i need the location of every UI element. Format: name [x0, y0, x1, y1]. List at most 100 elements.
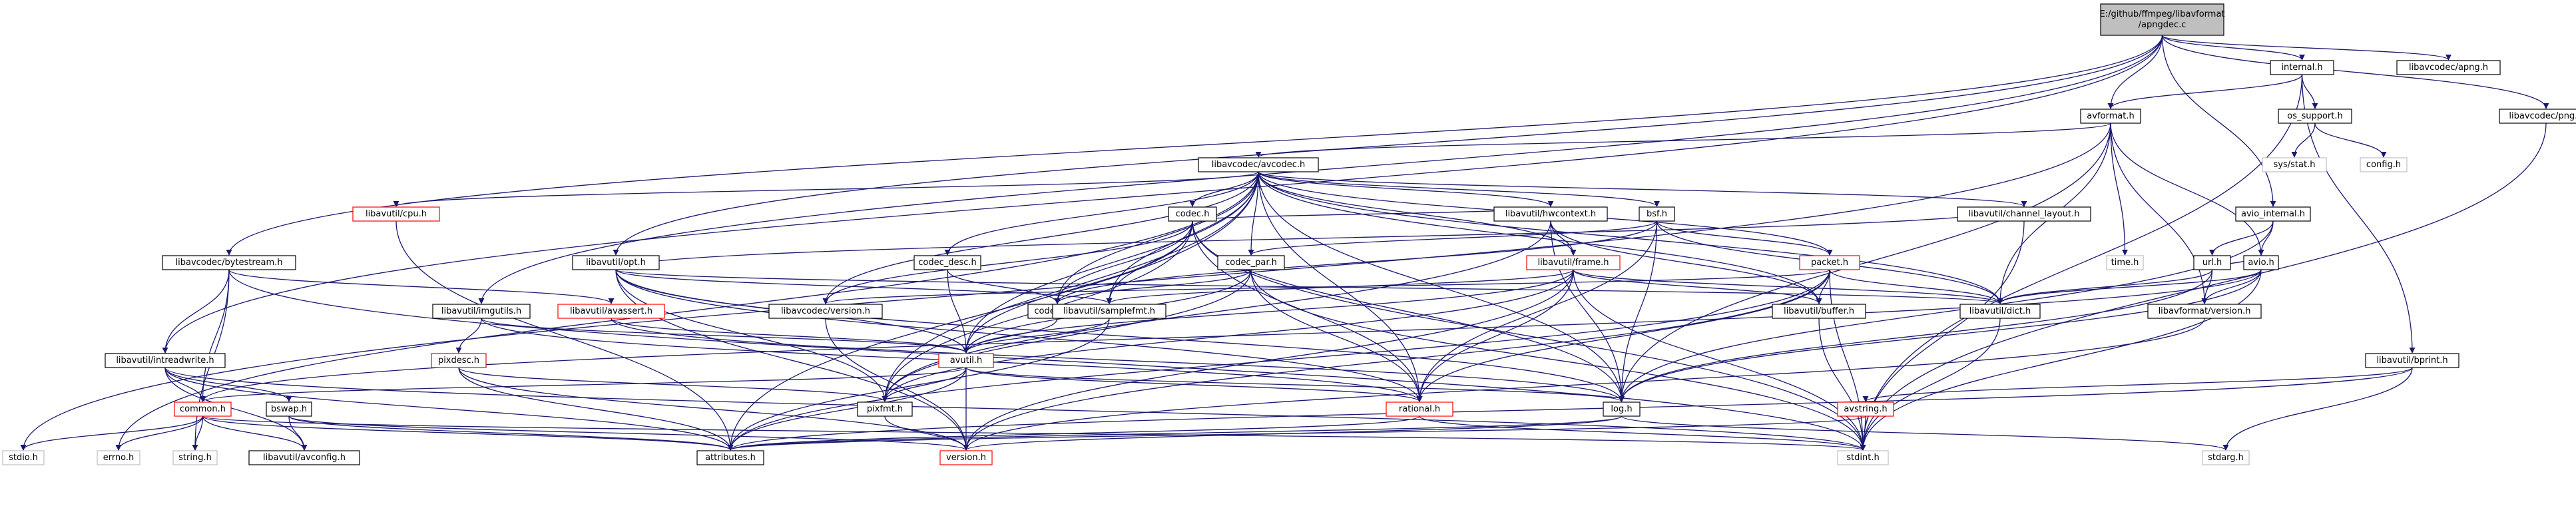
node-lavc-png-h[interactable]: libavcodec/png.h [2499, 109, 2576, 124]
node-lavf-version-h[interactable]: libavformat/version.h [2147, 304, 2262, 319]
edge-avassert_h-to-avutil_h [611, 318, 969, 354]
edge-line [615, 269, 1113, 304]
node-attributes-h[interactable]: attributes.h [696, 450, 764, 465]
node-bsf-h[interactable]: bsf.h [1639, 206, 1675, 222]
node-label: E:/github/ffmpeg/libavformat [2099, 9, 2224, 19]
node-internal-h[interactable]: internal.h [2270, 60, 2334, 75]
edge-bsf_h-to-log_h [1618, 220, 1658, 402]
node-stdio-h: stdio.h [2, 450, 45, 465]
node-box [939, 450, 993, 465]
edge-bswap_h-to-avconfig_h [288, 415, 308, 451]
node-log-h[interactable]: log.h [1603, 401, 1641, 417]
node-root[interactable]: E:/github/ffmpeg/libavformat/apngdec.c [2099, 3, 2225, 36]
edge-line [162, 35, 2163, 354]
node-frame-h[interactable]: libavutil/frame.h [1526, 255, 1621, 270]
node-label: packet.h [1811, 258, 1848, 268]
edge-root-to-intreadwrite_h [162, 35, 2163, 354]
edge-line [963, 220, 1193, 354]
node-common-h[interactable]: common.h [174, 401, 232, 417]
node-avio-h[interactable]: avio.h [2243, 255, 2279, 270]
edge-line [1997, 269, 2213, 304]
edge-avcodec_h-to-channel_layout_h [1258, 171, 2027, 207]
edge-imgutils_h-to-avutil_h [481, 318, 969, 354]
node-label: libavcodec/avcodec.h [1212, 160, 1306, 170]
node-avconfig-h[interactable]: libavutil/avconfig.h [248, 450, 360, 465]
node-channel-layout-h[interactable]: libavutil/channel_layout.h [1957, 206, 2091, 222]
edge-line [458, 367, 888, 402]
edge-line [1860, 318, 2001, 451]
node-label: bswap.h [271, 404, 307, 414]
node-version-h[interactable]: version.h [939, 450, 993, 465]
node-os-support-h[interactable]: os_support.h [2278, 109, 2352, 124]
node-bytestream-h[interactable]: libavcodec/bytestream.h [162, 255, 296, 270]
edge-frame_h-to-dict_h [1573, 269, 2003, 304]
edge-line [200, 269, 2262, 402]
edge-line [481, 318, 969, 354]
edge-line [1189, 171, 1259, 207]
node-url-h[interactable]: url.h [2193, 255, 2231, 270]
node-label: attributes.h [705, 453, 756, 463]
node-imgutils-h[interactable]: libavutil/imgutils.h [432, 304, 531, 319]
node-intreadwrite-h[interactable]: libavutil/intreadwrite.h [105, 353, 226, 368]
edge-frame_h-to-version_h [963, 269, 1574, 451]
node-samplefmt-h[interactable]: libavutil/samplefmt.h [1052, 304, 1166, 319]
edge-samplefmt_h-to-avutil_h [963, 318, 1110, 354]
node-avstring-h[interactable]: avstring.h [1837, 401, 1894, 417]
edge-line [1621, 415, 2229, 451]
node-avutil-h[interactable]: avutil.h [938, 353, 994, 368]
node-cpu-h[interactable]: libavutil/cpu.h [352, 206, 440, 222]
node-label: time.h [2111, 258, 2139, 268]
edge-line [1573, 269, 1866, 451]
node-avcodec-h[interactable]: libavcodec/avcodec.h [1198, 157, 1319, 172]
edge-os_support_h-to-sys_stat_h [2291, 123, 2316, 158]
edge-avio_h-to-log_h [1619, 269, 2262, 402]
edge-avutil_h-to-common_h [200, 367, 967, 402]
edge-avcodec_h-to-dict_h [1258, 171, 2003, 304]
edge-line [1860, 123, 2547, 451]
node-codec-desc-h[interactable]: codec_desc.h [913, 255, 981, 270]
edge-line [727, 367, 2413, 451]
edge-bsf_h-to-packet_h [1656, 220, 1833, 256]
node-label: sys/stat.h [2274, 160, 2316, 170]
node-bswap-h[interactable]: bswap.h [266, 401, 312, 417]
node-hwcontext-h[interactable]: libavutil/hwcontext.h [1493, 206, 1608, 222]
node-label: rational.h [1399, 404, 1440, 414]
node-codec-h[interactable]: codec.h [1168, 206, 1217, 222]
edge-internal_h-to-avformat_h [2107, 74, 2303, 109]
node-label: libavutil/channel_layout.h [1969, 209, 2080, 219]
edge-line [1258, 171, 2003, 304]
node-label: avio.h [2248, 258, 2274, 268]
node-box [1052, 304, 1166, 319]
edge-line [2222, 367, 2413, 451]
edge-opt_h-to-pixfmt_h [615, 269, 888, 402]
node-avio-internal-h[interactable]: avio_internal.h [2235, 206, 2311, 222]
node-dict-h[interactable]: libavutil/dict.h [1959, 304, 2041, 319]
edge-line [1618, 123, 2111, 402]
edge-line [963, 269, 1574, 451]
node-opt-h[interactable]: libavutil/opt.h [572, 255, 660, 270]
edge-bswap_h-to-version_h [288, 415, 969, 451]
node-pixdesc-h[interactable]: pixdesc.h [431, 353, 487, 368]
edge-line [1573, 269, 2003, 304]
edge-line [615, 269, 1423, 402]
edge-line [202, 415, 308, 451]
edge-codec_par_h-to-pixfmt_h [882, 269, 1252, 402]
node-lavc-apng-h[interactable]: libavcodec/apng.h [2396, 60, 2501, 75]
edge-bsf_h-to-codec_id_h [1054, 220, 1658, 304]
edge-avutil_h-to-log_h [965, 367, 1625, 402]
node-buffer-h[interactable]: libavutil/buffer.h [1772, 304, 1866, 319]
node-codec-par-h[interactable]: codec_par.h [1217, 255, 1285, 270]
edge-codec_par_h-to-rational_h [1250, 269, 1423, 402]
node-rational-h[interactable]: rational.h [1386, 401, 1453, 417]
edge-bsf_h-to-rational_h [1416, 220, 1658, 402]
node-avformat-h[interactable]: avformat.h [2080, 109, 2141, 124]
edge-bprint_h-to-avstring_h [1862, 367, 2413, 402]
node-bprint-h[interactable]: libavutil/bprint.h [2365, 353, 2459, 368]
edge-avutil_h-to-pixfmt_h [882, 367, 967, 402]
edge-avcodec_h-to-codec_id_h [1054, 171, 1259, 304]
node-avassert-h[interactable]: libavutil/avassert.h [557, 304, 665, 319]
node-pixfmt-h[interactable]: pixfmt.h [857, 401, 913, 417]
node-label: pixdesc.h [438, 356, 479, 366]
node-lavc-version-h[interactable]: libavcodec/version.h [768, 304, 883, 319]
node-packet-h[interactable]: packet.h [1799, 255, 1860, 270]
